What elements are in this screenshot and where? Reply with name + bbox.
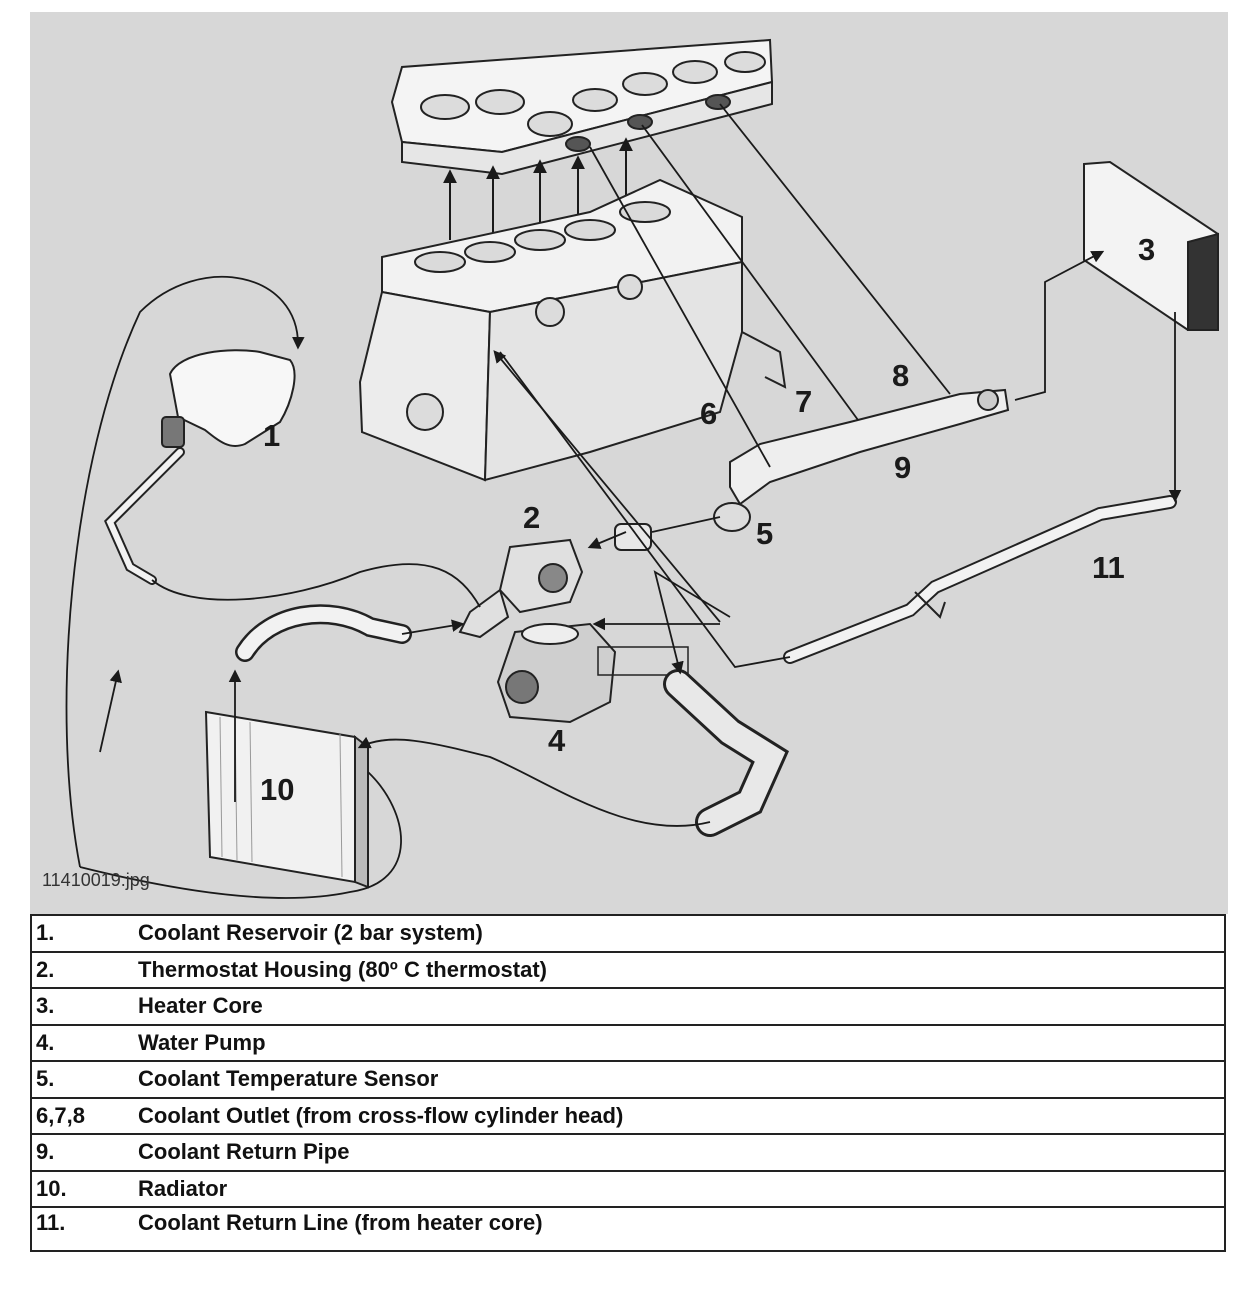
legend-row: 11. Coolant Return Line (from heater cor… — [30, 1206, 1226, 1252]
diagram-panel: 1 2 3 4 5 6 7 8 9 10 11 11410019.jpg — [30, 12, 1228, 914]
legend-description: Radiator — [132, 1169, 1226, 1208]
legend-row: 4. Water Pump — [30, 1023, 1226, 1062]
callout-7: 7 — [795, 384, 813, 419]
legend-row: 2. Thermostat Housing (80º C thermostat) — [30, 950, 1226, 989]
coolant-return-pipe — [713, 388, 1010, 532]
legend-number: 10. — [30, 1169, 132, 1208]
cylinder-head — [390, 38, 774, 176]
callout-2: 2 — [523, 500, 541, 535]
heater-core — [1083, 160, 1219, 331]
water-pump — [496, 622, 689, 724]
heater-return-line — [783, 495, 1177, 664]
callout-6: 6 — [700, 396, 718, 431]
legend-row: 9. Coolant Return Pipe — [30, 1133, 1226, 1172]
callout-8: 8 — [892, 358, 910, 393]
engine-block — [358, 178, 787, 482]
legend-row: 10. Radiator — [30, 1169, 1226, 1208]
legend-description: Coolant Return Pipe — [132, 1133, 1226, 1172]
legend-number: 9. — [30, 1133, 132, 1172]
legend-number: 5. — [30, 1060, 132, 1099]
callout-1: 1 — [263, 418, 281, 453]
legend-description: Thermostat Housing (80º C thermostat) — [132, 950, 1226, 989]
legend-number: 4. — [30, 1023, 132, 1062]
callout-3: 3 — [1138, 232, 1156, 267]
callout-9: 9 — [894, 450, 912, 485]
legend-description: Coolant Temperature Sensor — [132, 1060, 1226, 1099]
cooling-system-diagram — [65, 38, 1219, 899]
legend-description: Coolant Reservoir (2 bar system) — [132, 914, 1226, 953]
coolant-reservoir — [161, 349, 296, 448]
thermostat-housing — [458, 538, 584, 639]
parts-legend-table: 1. Coolant Reservoir (2 bar system) 2. T… — [30, 914, 1226, 1252]
legend-number: 3. — [30, 987, 132, 1026]
legend-description: Water Pump — [132, 1023, 1226, 1062]
callout-4: 4 — [548, 723, 566, 758]
callout-10: 10 — [260, 772, 295, 807]
legend-number: 11. — [30, 1206, 132, 1252]
legend-number: 1. — [30, 914, 132, 953]
coolant-hoses — [104, 447, 789, 837]
callout-5: 5 — [756, 516, 774, 551]
callout-11: 11 — [1092, 550, 1125, 585]
legend-number: 6,7,8 — [30, 1096, 132, 1135]
legend-row: 6,7,8 Coolant Outlet (from cross-flow cy… — [30, 1096, 1226, 1135]
legend-description: Coolant Return Line (from heater core) — [132, 1206, 1226, 1252]
legend-description: Coolant Outlet (from cross-flow cylinder… — [132, 1096, 1226, 1135]
legend-row: 5. Coolant Temperature Sensor — [30, 1060, 1226, 1099]
coolant-flow-lines — [65, 103, 1182, 899]
legend-description: Heater Core — [132, 987, 1226, 1026]
image-filename: 11410019.jpg — [42, 870, 150, 890]
legend-row: 3. Heater Core — [30, 987, 1226, 1026]
legend-number: 2. — [30, 950, 132, 989]
legend-row: 1. Coolant Reservoir (2 bar system) — [30, 914, 1226, 953]
